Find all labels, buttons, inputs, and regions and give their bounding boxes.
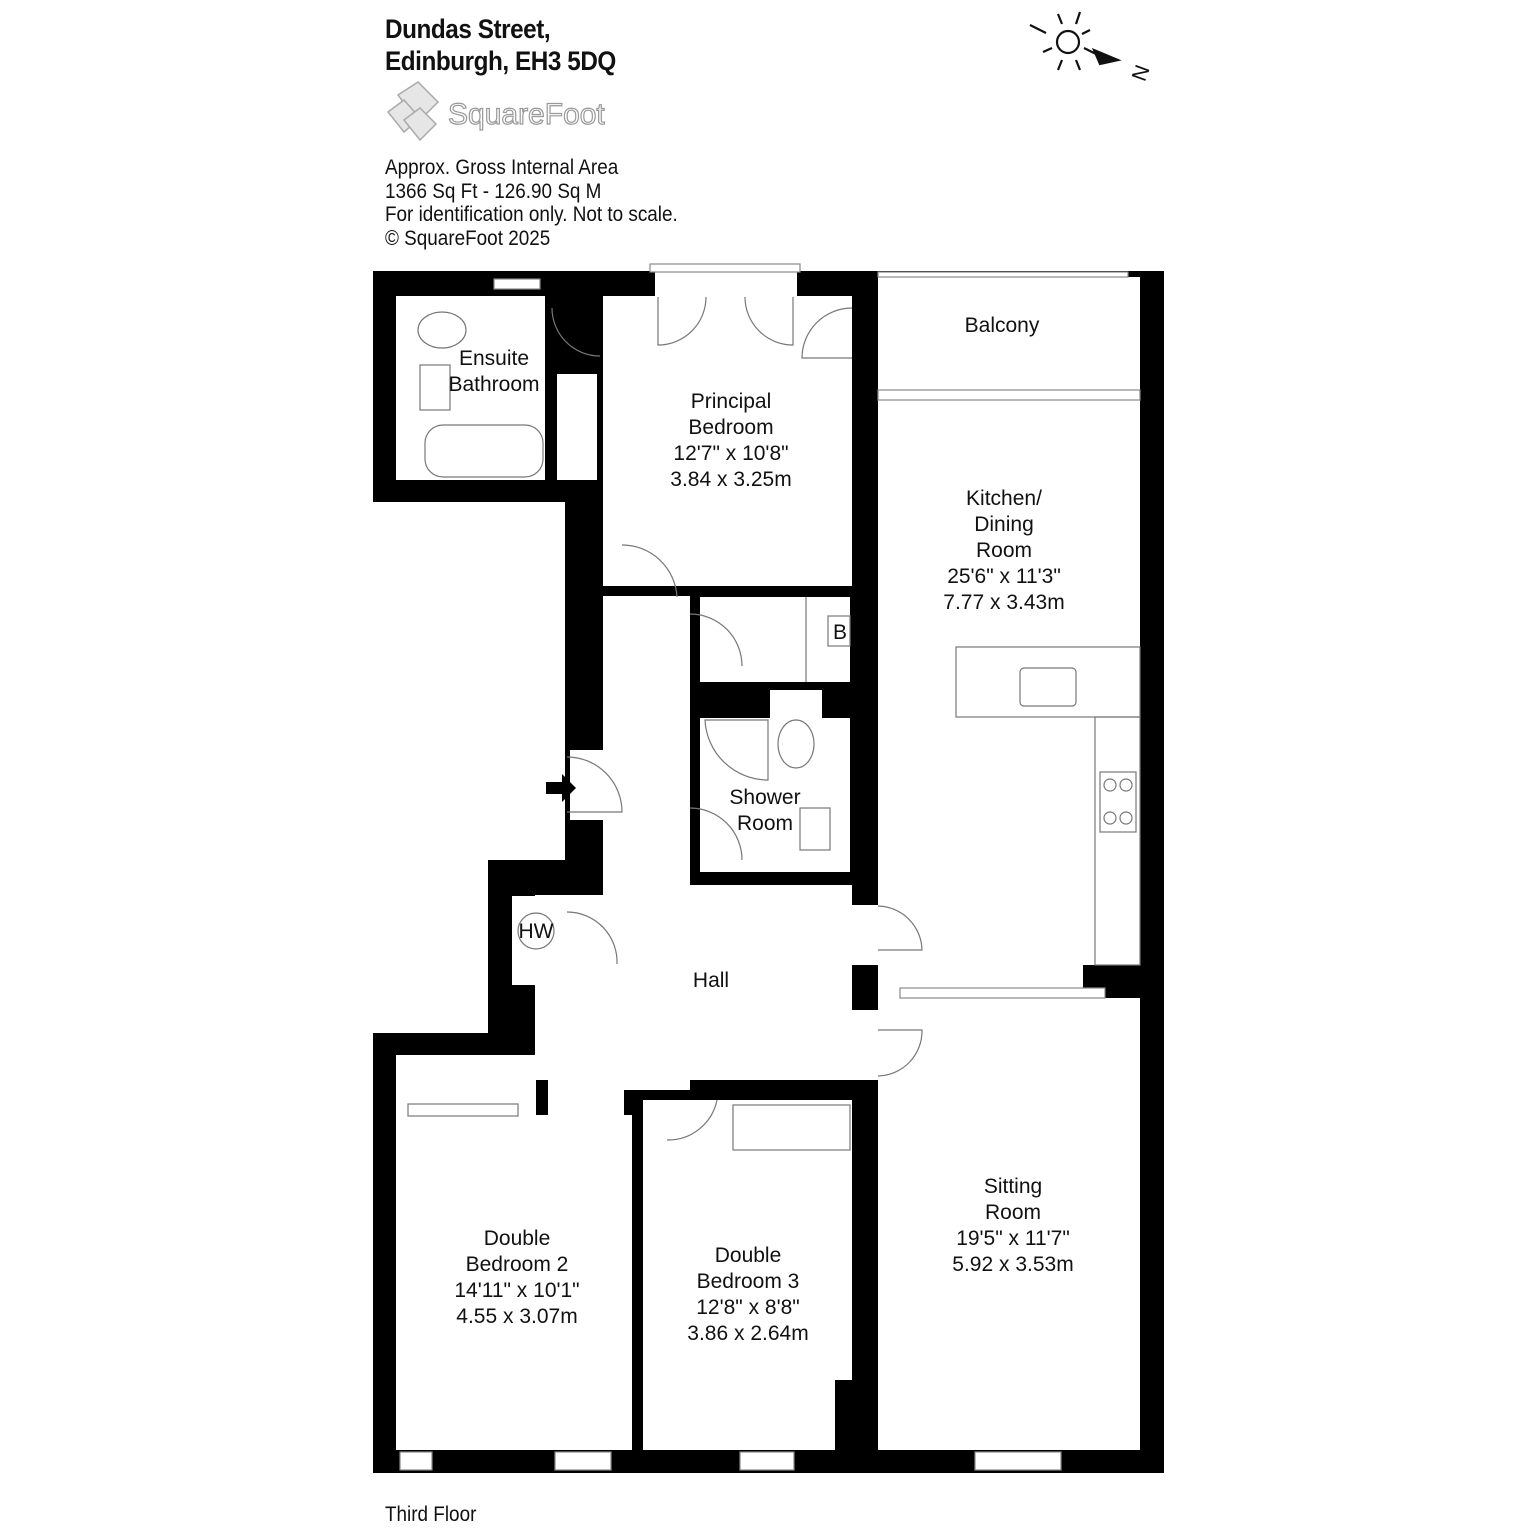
window — [399, 1451, 433, 1471]
boiler-label: B — [833, 621, 847, 644]
shower-tray-icon — [704, 719, 769, 781]
room-name: Double — [484, 1227, 551, 1250]
info-line: For identification only. Not to scale. — [385, 203, 678, 226]
window — [877, 389, 1141, 401]
room-name: Dining — [974, 513, 1034, 536]
window — [974, 1451, 1062, 1471]
entrance-door — [566, 756, 623, 813]
door-swing — [566, 911, 618, 965]
door-swing — [877, 1029, 923, 1077]
door-swing — [801, 307, 853, 359]
window — [554, 1451, 612, 1471]
room-name: Sitting — [984, 1175, 1042, 1198]
room-dimensions-imperial: 19'5" x 11'7" — [956, 1227, 1070, 1250]
room-dimensions-imperial: 14'11" x 10'1" — [454, 1279, 579, 1302]
squarefoot-logo: SquareFoot — [386, 81, 606, 142]
north-label: N — [1128, 62, 1155, 84]
room-name: Kitchen/ — [966, 487, 1042, 510]
door-swing — [689, 807, 743, 861]
hob-icon — [1099, 771, 1137, 833]
room-name: Bathroom — [448, 373, 539, 396]
area-info: Approx. Gross Internal Area 1366 Sq Ft -… — [385, 156, 678, 250]
door-swing — [744, 296, 794, 346]
room-name: Shower — [729, 786, 800, 809]
sun-compass-icon — [1029, 11, 1122, 71]
room-dimensions-metric: 4.55 x 3.07m — [456, 1305, 577, 1328]
rooms — [396, 271, 1140, 1450]
room-name: Principal — [691, 390, 772, 413]
room-dimensions-imperial: 12'8" x 8'8" — [696, 1296, 800, 1319]
hot-water-label: HW — [519, 920, 554, 943]
kitchen-counter — [1094, 716, 1141, 966]
room-name: Room — [976, 539, 1032, 562]
address-line-1: Dundas Street, — [385, 14, 551, 44]
floor-label: Third Floor — [385, 1503, 477, 1526]
room-name: Balcony — [965, 314, 1040, 337]
doors — [407, 296, 923, 1151]
info-line: 1366 Sq Ft - 126.90 Sq M — [385, 179, 602, 203]
room-name: Bedroom 2 — [466, 1253, 569, 1276]
room-dimensions-imperial: 25'6" x 11'3" — [947, 565, 1061, 588]
room-name: Bedroom — [688, 416, 773, 439]
room-name: Room — [737, 812, 793, 835]
door-swing — [621, 544, 678, 598]
window — [739, 1451, 795, 1471]
info-line: © SquareFoot 2025 — [385, 226, 551, 250]
room-dimensions-metric: 3.86 x 2.64m — [687, 1322, 808, 1345]
sink-icon — [1019, 667, 1077, 707]
shower-niche — [770, 690, 822, 718]
info-line: Approx. Gross Internal Area — [385, 156, 619, 179]
room-dimensions-imperial: 12'7" x 10'8" — [673, 442, 788, 465]
toilet-icon — [417, 311, 467, 349]
door-swing — [551, 307, 601, 357]
room-name: Bedroom 3 — [697, 1270, 800, 1293]
room-dimensions-metric: 5.92 x 3.53m — [952, 1253, 1073, 1276]
room-name: Double — [715, 1244, 782, 1267]
room-name: Hall — [693, 969, 729, 992]
basin-icon — [799, 807, 831, 851]
door-swing — [666, 1099, 718, 1141]
entrance-arrow-icon — [546, 774, 576, 802]
toilet-icon — [777, 719, 815, 769]
fixtures — [417, 311, 1141, 966]
door-swing — [657, 296, 707, 346]
door-swing — [877, 905, 923, 951]
windows — [399, 263, 1141, 1471]
window — [649, 263, 801, 273]
boiler-icon — [827, 615, 851, 647]
window — [493, 278, 541, 290]
door-swing — [689, 613, 743, 667]
window — [899, 987, 1106, 999]
room-name: Room — [985, 1201, 1041, 1224]
window — [877, 271, 1129, 278]
room-dimensions-metric: 7.77 x 3.43m — [943, 591, 1064, 614]
logo-text: SquareFoot — [448, 98, 605, 131]
kitchen-counter — [955, 646, 1141, 718]
basin-icon — [419, 364, 451, 411]
hot-water-cylinder-icon — [517, 912, 555, 950]
room-dimensions-metric: 3.84 x 3.25m — [670, 468, 791, 491]
room-name: Ensuite — [459, 347, 529, 370]
bath-icon — [424, 424, 544, 478]
address-line-2: Edinburgh, EH3 5DQ — [385, 46, 616, 76]
